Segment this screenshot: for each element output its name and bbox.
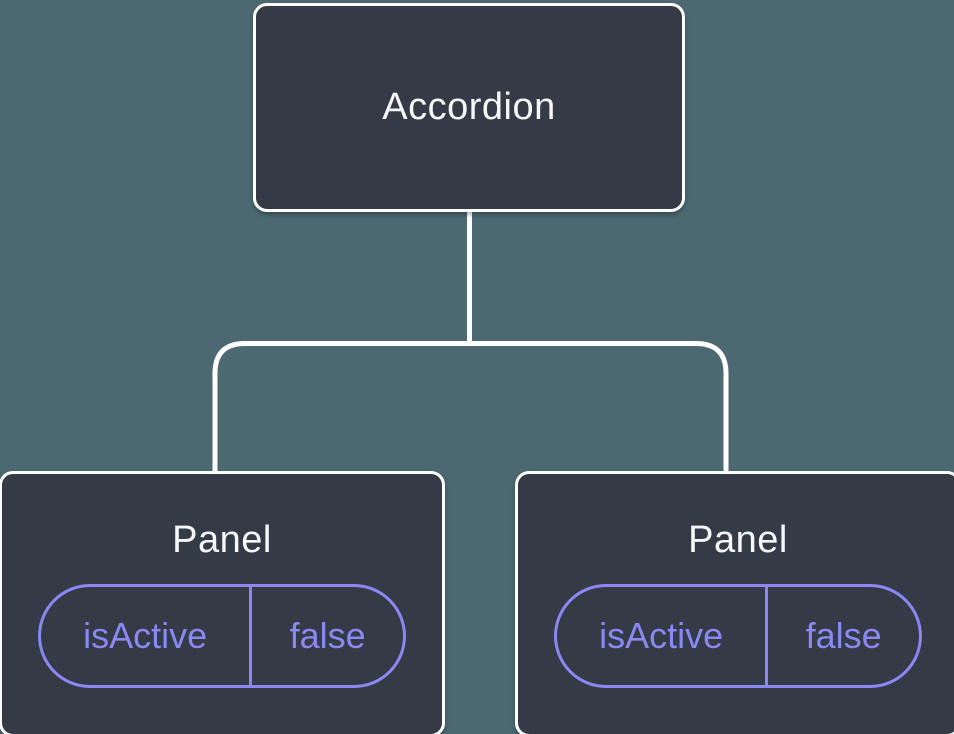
state-value: false [289,614,366,656]
state-pill: isActive false [554,583,922,688]
node-panel-left-label: Panel [172,519,272,561]
connector-fork [212,341,729,473]
state-pill: isActive false [38,583,406,688]
node-accordion-label: Accordion [382,85,556,128]
state-key: isActive [557,586,769,685]
node-accordion: Accordion [253,3,685,212]
state-key: isActive [41,586,253,685]
node-panel-left: Panel isActive false [0,471,445,734]
state-value: false [805,614,882,656]
node-panel-right-label: Panel [688,519,788,561]
node-panel-right: Panel isActive false [515,471,954,734]
